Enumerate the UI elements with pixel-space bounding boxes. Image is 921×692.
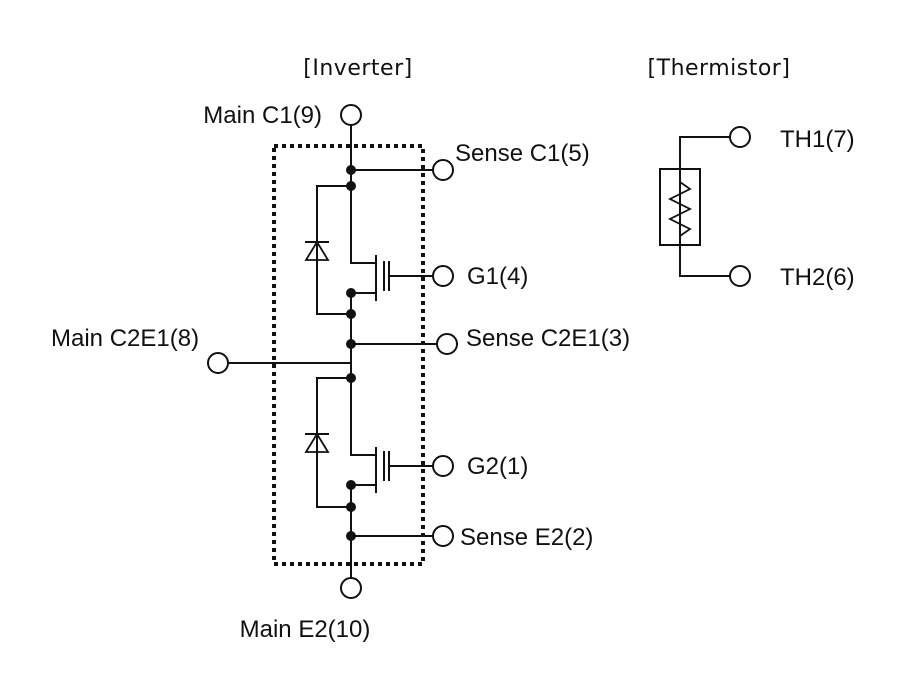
label-g2: G2(1)	[467, 453, 528, 480]
inverter-section-title: [Inverter]	[303, 56, 412, 81]
terminal-sense-c2e1	[436, 333, 458, 355]
terminal-sense-e2	[432, 525, 454, 547]
terminal-main-c1	[340, 104, 362, 126]
terminal-th2	[729, 265, 751, 287]
module-boundary	[272, 144, 425, 566]
label-sense-e2: Sense E2(2)	[460, 524, 593, 551]
label-g1: G1(4)	[467, 263, 528, 290]
label-th1: TH1(7)	[780, 126, 855, 153]
label-th2: TH2(6)	[780, 264, 855, 291]
terminal-main-c2e1	[207, 352, 229, 374]
terminal-sense-c1	[432, 159, 454, 181]
terminal-g2	[432, 455, 454, 477]
junction-dots	[346, 165, 356, 541]
label-sense-c1: Sense C1(5)	[455, 140, 590, 167]
label-main-c1: Main C1(9)	[203, 102, 322, 129]
igbt-upper	[350, 255, 390, 301]
terminal-th1	[729, 126, 751, 148]
diode-lower	[304, 377, 352, 508]
terminal-leads	[227, 169, 438, 537]
terminal-g1	[432, 265, 454, 287]
diode-upper	[304, 185, 352, 315]
thermistor-section-title: [Thermistor]	[648, 56, 791, 81]
label-main-c2e1: Main C2E1(8)	[51, 325, 199, 352]
label-main-e2: Main E2(10)	[240, 616, 371, 643]
thermistor	[659, 136, 731, 277]
label-sense-c2e1: Sense C2E1(3)	[466, 325, 630, 352]
terminal-main-e2	[340, 577, 362, 599]
igbt-lower	[350, 447, 390, 493]
